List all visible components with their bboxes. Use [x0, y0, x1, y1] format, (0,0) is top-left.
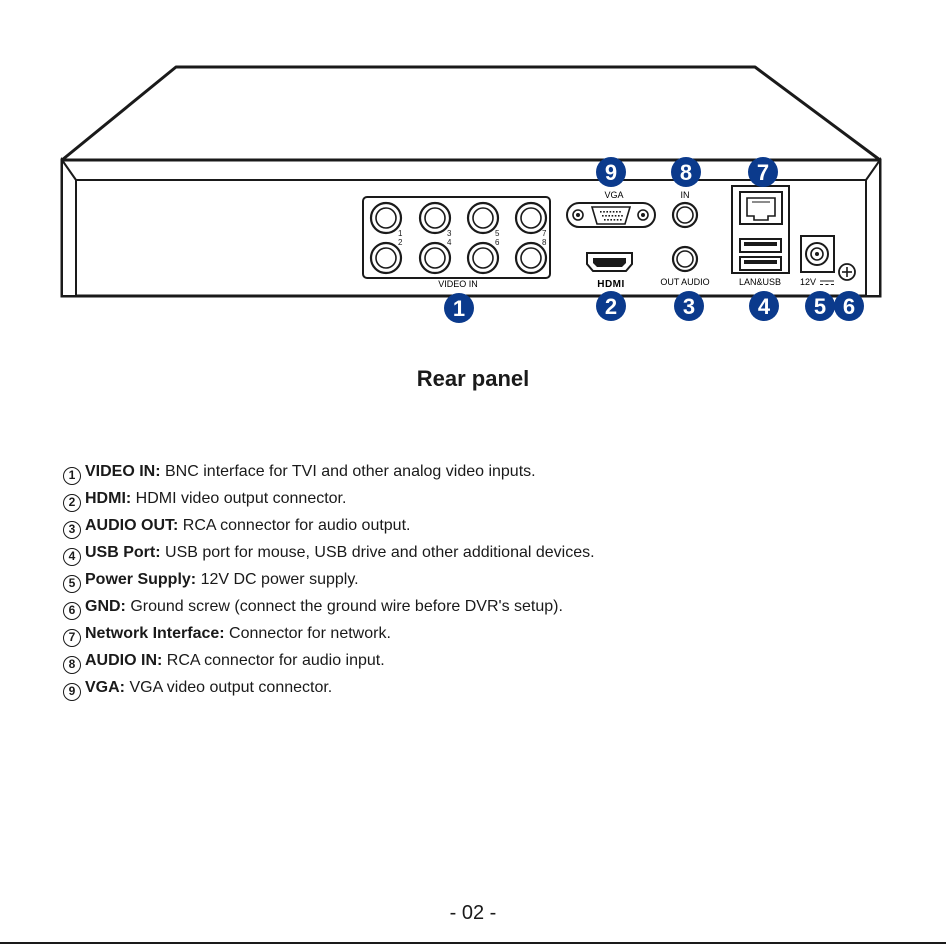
audio-out-label: OUT AUDIO: [660, 277, 709, 287]
callout-3: 3: [674, 291, 704, 321]
callout-3-number: 3: [683, 294, 695, 319]
channel-label-6: 6: [495, 238, 500, 247]
legend-term: AUDIO IN:: [85, 652, 163, 669]
legend-number: 2: [63, 494, 81, 512]
channel-label-2: 2: [398, 238, 403, 247]
callout-8: 8: [671, 157, 701, 187]
legend-term: Power Supply:: [85, 571, 197, 588]
figure-caption: Rear panel: [416, 366, 530, 391]
legend-term: VIDEO IN:: [85, 463, 161, 480]
channel-label-7: 7: [542, 229, 547, 238]
callout-5-number: 5: [814, 294, 826, 319]
callout-1: 1: [444, 293, 474, 323]
legend-term: AUDIO OUT:: [85, 517, 179, 534]
dc-symbol-icon: [820, 280, 834, 285]
legend-description: Connector for network.: [224, 625, 391, 642]
callout-5: 5: [805, 291, 835, 321]
callout-2: 2: [596, 291, 626, 321]
callout-2-number: 2: [605, 294, 617, 319]
channel-label-4: 4: [447, 238, 452, 247]
lan-usb-label: LAN&USB: [739, 277, 781, 287]
callout-8-number: 8: [680, 160, 692, 185]
callout-9-number: 9: [605, 160, 617, 185]
bnc-connectors: [369, 201, 548, 275]
bnc-port-2[interactable]: [369, 241, 403, 275]
video-in-label: VIDEO IN: [438, 279, 478, 289]
ground-screw-icon[interactable]: [838, 263, 856, 281]
power-label: 12V: [800, 277, 816, 287]
legend-description: VGA video output connector.: [125, 679, 333, 696]
vga-port[interactable]: [566, 202, 656, 228]
callout-7-number: 7: [757, 160, 769, 185]
legend-term: GND:: [85, 598, 126, 615]
channel-label-8: 8: [542, 238, 547, 247]
callout-7: 7: [748, 157, 778, 187]
legend-description: HDMI video output connector.: [131, 490, 347, 507]
legend-number: 7: [63, 629, 81, 647]
legend-number: 6: [63, 602, 81, 620]
callout-6-number: 6: [843, 294, 855, 319]
bnc-port-8[interactable]: [514, 241, 548, 275]
power-port[interactable]: [800, 235, 835, 273]
legend-description: RCA connector for audio input.: [162, 652, 385, 669]
legend-term: Network Interface:: [85, 625, 225, 642]
legend-number: 5: [63, 575, 81, 593]
legend-description: USB port for mouse, USB drive and other …: [160, 544, 595, 561]
callout-9: 9: [596, 157, 626, 187]
chassis-side-left: [61, 156, 77, 297]
rear-panel-diagram: VIDEO IN VGA HDMI IN OUT AUDIO: [60, 65, 882, 323]
channel-label-1: 1: [398, 229, 403, 238]
callout-6: 6: [834, 291, 864, 321]
page-number: - 02 -: [449, 902, 497, 924]
usb-port-2[interactable]: [739, 256, 782, 271]
bnc-port-3[interactable]: [418, 201, 452, 235]
audio-out-port[interactable]: [671, 245, 699, 273]
legend-number: 9: [63, 683, 81, 701]
legend-description: BNC interface for TVI and other analog v…: [160, 463, 536, 480]
hdmi-port[interactable]: [586, 252, 633, 272]
channel-label-3: 3: [447, 229, 452, 238]
bnc-port-4[interactable]: [418, 241, 452, 275]
audio-in-port[interactable]: [671, 201, 699, 229]
legend-term: USB Port:: [85, 544, 161, 561]
legend-number: 8: [63, 656, 81, 674]
usb-port-1[interactable]: [739, 238, 782, 253]
callout-1-number: 1: [453, 296, 465, 321]
callout-4-number: 4: [758, 294, 771, 319]
ethernet-port[interactable]: [739, 191, 783, 225]
legend-term: HDMI:: [85, 490, 132, 507]
audio-in-label: IN: [681, 190, 690, 200]
bottom-rule: [0, 942, 946, 944]
vga-label: VGA: [604, 190, 623, 200]
bnc-port-1[interactable]: [369, 201, 403, 235]
legend-number: 3: [63, 521, 81, 539]
video-in-frame: [362, 196, 551, 279]
chassis-top: [60, 65, 882, 162]
bnc-port-5[interactable]: [466, 201, 500, 235]
channel-label-5: 5: [495, 229, 500, 238]
legend-description: 12V DC power supply.: [196, 571, 359, 588]
legend-number: 4: [63, 548, 81, 566]
callout-4: 4: [749, 291, 779, 321]
bnc-port-7[interactable]: [514, 201, 548, 235]
legend-description: Ground screw (connect the ground wire be…: [125, 598, 563, 615]
legend-term: VGA:: [85, 679, 125, 696]
legend-description: RCA connector for audio output.: [178, 517, 411, 534]
legend-number: 1: [63, 467, 81, 485]
chassis-side-right: [865, 156, 881, 297]
bnc-port-6[interactable]: [466, 241, 500, 275]
hdmi-logo: HDMI: [597, 279, 625, 290]
